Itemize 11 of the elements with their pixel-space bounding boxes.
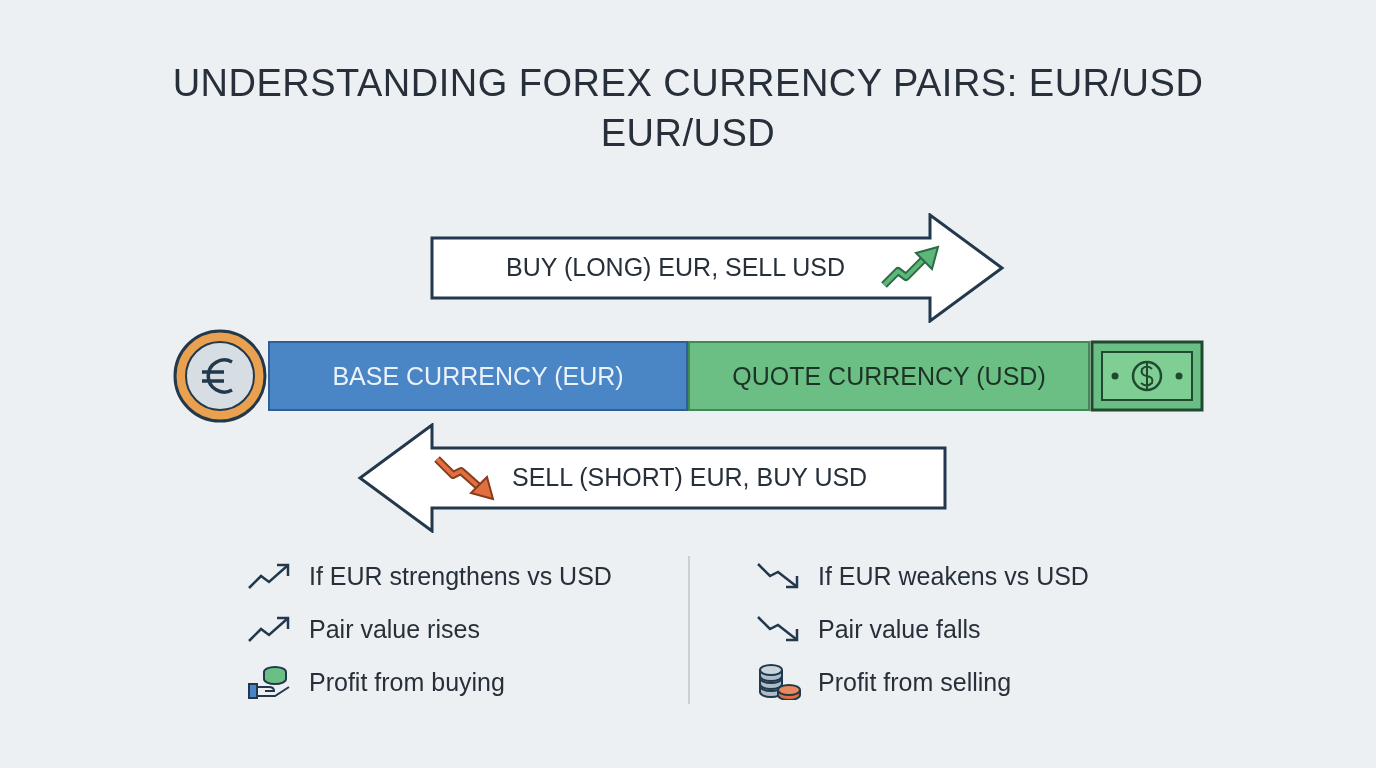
arrow-label: BUY (LONG) EUR, SELL USD — [506, 253, 845, 282]
list-item-text: Pair value falls — [818, 615, 981, 644]
list-item-text: Profit from buying — [309, 668, 505, 697]
list-item-text: If EUR strengthens vs USD — [309, 562, 612, 591]
arrow-label: SELL (SHORT) EUR, BUY USD — [512, 463, 868, 492]
list-item-text: Profit from selling — [818, 668, 1012, 697]
list-item-text: If EUR weakens vs USD — [818, 562, 1089, 591]
title: UNDERSTANDING FOREX CURRENCY PAIRS: EUR/USD EUR/USD — [171, 61, 1205, 156]
list-item-text: Pair value rises — [309, 615, 480, 644]
quote-currency-segment: QUOTE CURRENCY (USD) — [688, 341, 1090, 411]
base-currency-segment: BASE CURRENCY (EUR) — [268, 341, 688, 411]
